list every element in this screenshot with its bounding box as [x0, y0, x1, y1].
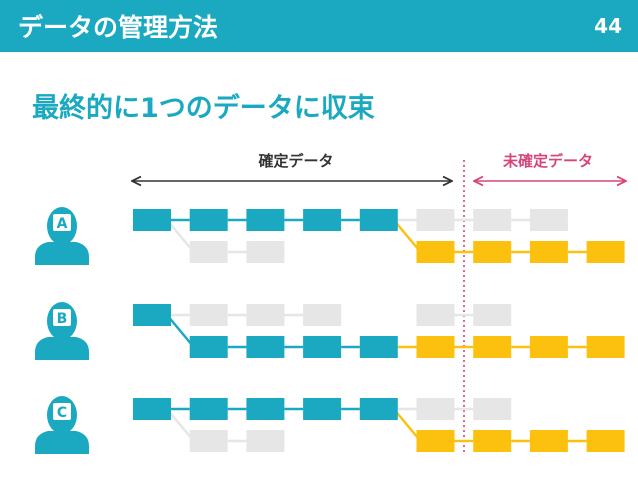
unconfirmed-block: [586, 336, 625, 358]
discarded-block: [473, 304, 512, 326]
avatar-label-box: [53, 214, 71, 231]
unconfirmed-block: [529, 241, 568, 263]
unconfirmed-block: [416, 241, 455, 263]
discarded-block: [416, 398, 455, 420]
discarded-block: [189, 304, 228, 326]
user-avatar-icon: B: [35, 302, 89, 360]
confirmed-data-label: 確定データ: [257, 152, 333, 170]
avatar-body: [35, 431, 89, 454]
fork-connector: [166, 314, 195, 348]
confirmed-block: [303, 209, 342, 231]
node-name-label: A: [57, 216, 68, 232]
discarded-block: [246, 241, 285, 263]
node-name-label: B: [57, 311, 68, 327]
slide-title: データの管理方法: [18, 13, 219, 42]
avatar-label-box: [53, 403, 71, 420]
unconfirmed-block: [416, 336, 455, 358]
fork-connector: [392, 219, 422, 253]
page-number: 44: [594, 14, 622, 38]
discarded-block: [246, 304, 285, 326]
discarded-block: [189, 430, 228, 452]
discarded-block: [303, 304, 342, 326]
confirmed-block: [359, 209, 398, 231]
confirmed-block: [189, 209, 228, 231]
unconfirmed-block: [473, 241, 512, 263]
user-avatar-icon: C: [35, 396, 89, 454]
confirmed-block: [189, 398, 228, 420]
discarded-block: [473, 398, 512, 420]
confirmed-block: [133, 209, 171, 231]
confirmed-block: [246, 209, 285, 231]
confirmed-block: [359, 336, 398, 358]
user-avatar-icon: A: [35, 207, 89, 265]
confirmed-block: [303, 336, 342, 358]
unconfirmed-block: [473, 336, 512, 358]
discarded-block: [473, 209, 512, 231]
node-row-a: A: [35, 207, 625, 265]
fork-connector: [166, 219, 195, 253]
unconfirmed-block: [529, 336, 568, 358]
unconfirmed-block: [416, 430, 455, 452]
unconfirmed-block: [473, 430, 512, 452]
avatar-body: [35, 337, 89, 360]
fork-connector: [392, 408, 422, 442]
unconfirmed-data-label: 未確定データ: [502, 152, 593, 170]
discarded-block: [189, 241, 228, 263]
node-name-label: C: [57, 405, 67, 421]
nodes-layer: A B C: [35, 207, 625, 454]
confirmed-block: [133, 304, 171, 326]
unconfirmed-block: [586, 241, 625, 263]
avatar-body: [35, 242, 89, 265]
discarded-block: [246, 430, 285, 452]
header-bar: データの管理方法 44: [0, 0, 638, 52]
confirmed-block: [246, 398, 285, 420]
slide-subtitle: 最終的に1つのデータに収束: [32, 93, 375, 124]
discarded-block: [529, 209, 568, 231]
avatar-label-box: [53, 309, 71, 326]
unconfirmed-block: [586, 430, 625, 452]
confirmed-block: [133, 398, 171, 420]
confirmed-block: [189, 336, 228, 358]
discarded-block: [416, 209, 455, 231]
confirmed-block: [303, 398, 342, 420]
confirmed-block: [246, 336, 285, 358]
discarded-block: [416, 304, 455, 326]
node-row-c: C: [35, 396, 625, 454]
confirmed-block: [359, 398, 398, 420]
node-row-b: B: [35, 302, 625, 360]
unconfirmed-block: [529, 430, 568, 452]
fork-connector: [166, 408, 195, 442]
